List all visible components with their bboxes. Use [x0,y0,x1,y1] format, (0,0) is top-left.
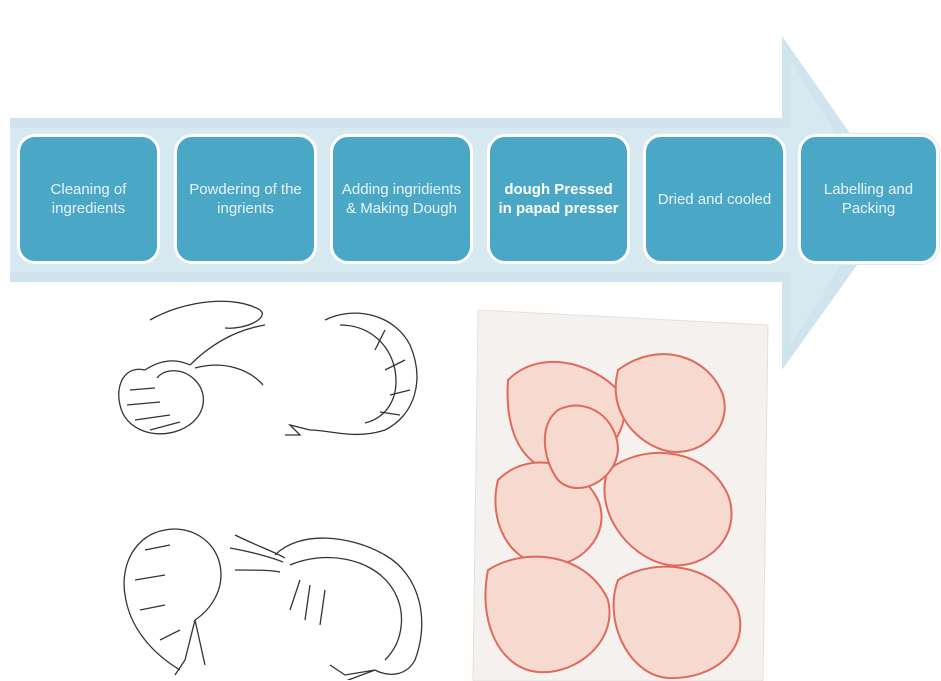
step-pressing: dough Pressed in papad presser [487,134,630,264]
step-cleaning: Cleaning of ingredients [17,134,160,264]
step-label: Powdering of the ingrients [185,180,306,218]
step-making-dough: Adding ingridients & Making Dough [330,134,473,264]
step-drying: Dried and cooled [643,134,786,264]
step-label: Labelling and Packing [809,180,928,218]
step-packing: Labelling and Packing [798,134,939,264]
step-label: dough Pressed in papad presser [498,180,619,218]
shrimp-sketch-icon [85,290,470,680]
step-label: Dried and cooled [658,190,771,209]
step-powdering: Powdering of the ingrients [174,134,317,264]
step-label: Adding ingridients & Making Dough [341,180,462,218]
prawn-chips-bag-icon [468,300,788,681]
step-label: Cleaning of ingredients [28,180,149,218]
